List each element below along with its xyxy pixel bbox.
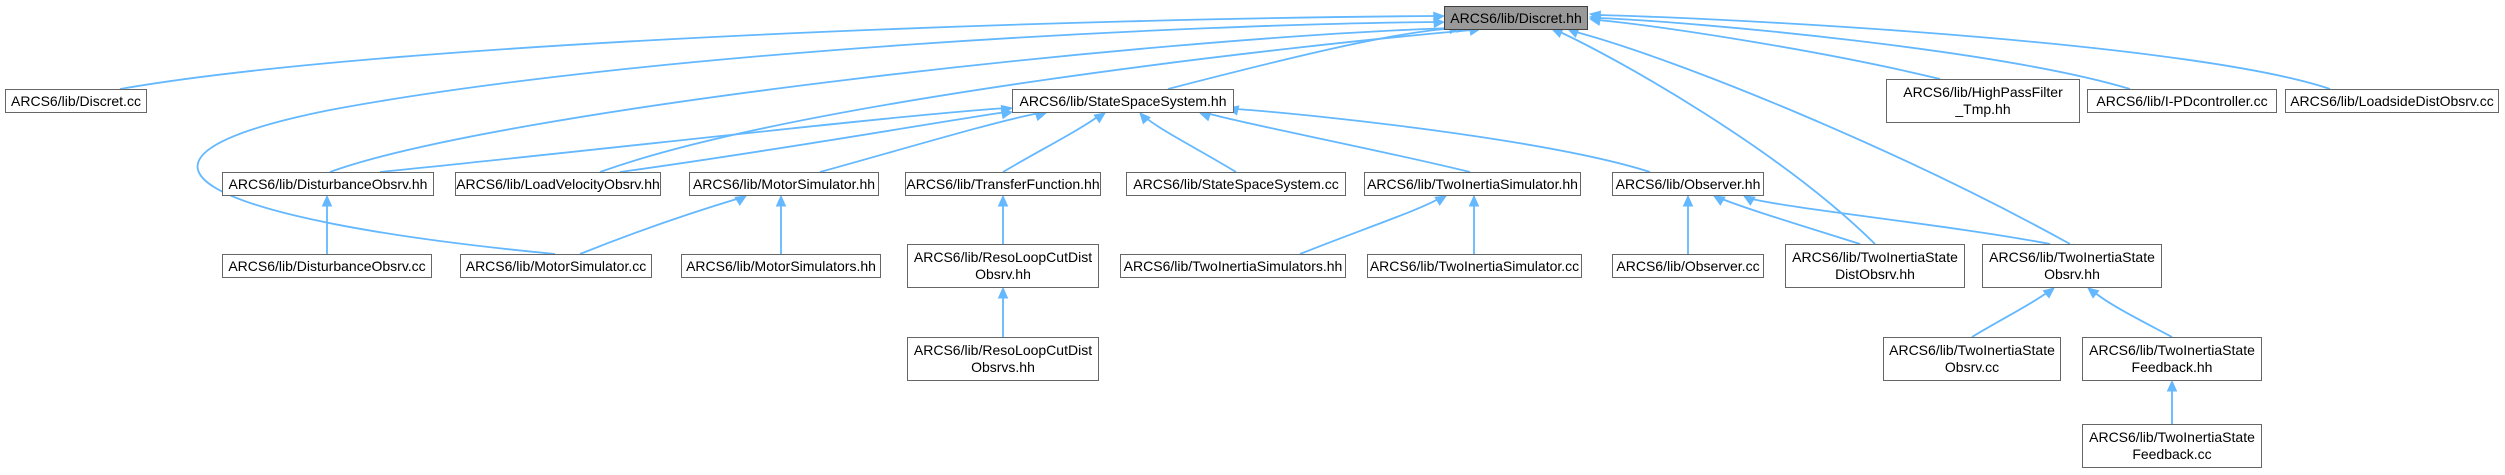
node-twoinertiastatedistobsrv-hh[interactable]: ARCS6/lib/TwoInertiaState DistObsrv.hh [1785, 244, 1965, 288]
edge-ss-loadvel [619, 111, 1007, 173]
node-motorsimulators-hh[interactable]: ARCS6/lib/MotorSimulators.hh [681, 254, 881, 278]
edge-tis-tih-arrowhead [1434, 195, 1448, 206]
edge-highpass [1597, 19, 1941, 80]
node-twoinertiastatefeedback-cc[interactable]: ARCS6/lib/TwoInertiaState Feedback.cc [2082, 424, 2262, 468]
edge-tiso-obs [1751, 198, 2051, 245]
node-i-pdcontroller-cc[interactable]: ARCS6/lib/I-PDcontroller.cc [2087, 89, 2277, 113]
edge-obs-cc-arrowhead [1682, 194, 1694, 207]
edge-tis-tih [1299, 197, 1441, 255]
edge-tisfb-tiso [2093, 291, 2173, 338]
node-statespacesystem-hh[interactable]: ARCS6/lib/StateSpaceSystem.hh [1012, 89, 1234, 113]
node-resoloopcutdistobsrvs-hh[interactable]: ARCS6/lib/ResoLoopCutDist Obsrvs.hh [907, 337, 1099, 381]
edge-tisocc-tiso [1971, 291, 2049, 338]
edge-tisim-cc-arrowhead [1468, 194, 1480, 207]
edge-loadside-arrowhead [1588, 10, 1602, 21]
edge-loadvel-hh [599, 29, 1473, 173]
node-loadsidedistobsrv-cc[interactable]: ARCS6/lib/LoadsideDistObsrv.cc [2285, 89, 2499, 113]
edge-tisd-obs-arrowhead [1712, 195, 1726, 206]
node-observer-hh[interactable]: ARCS6/lib/Observer.hh [1612, 172, 1764, 196]
node-twoinertiasimulator-hh[interactable]: ARCS6/lib/TwoInertiaSimulator.hh [1364, 172, 1581, 196]
node-twoinertiastatefeedback-hh[interactable]: ARCS6/lib/TwoInertiaState Feedback.hh [2082, 337, 2262, 381]
edge-resoloop-tf-arrowhead [997, 194, 1009, 207]
edge-motorsim-cc-mh [579, 197, 741, 255]
edge-motorsim-cc-mh-arrowhead [734, 195, 748, 206]
node-twoinertiastateobsrv-cc[interactable]: ARCS6/lib/TwoInertiaState Obsrv.cc [1883, 337, 2061, 381]
node-twoinertiasimulator-cc[interactable]: ARCS6/lib/TwoInertiaSimulator.cc [1367, 254, 1582, 278]
edge-tistatedist [1559, 31, 1876, 245]
edge-ss-disturbance [379, 107, 1007, 173]
node-loadvelocityobsrv-hh[interactable]: ARCS6/lib/LoadVelocityObsrv.hh [455, 172, 661, 196]
node-motorsimulator-hh[interactable]: ARCS6/lib/MotorSimulator.hh [689, 172, 879, 196]
edge-discret-cc [119, 15, 1437, 90]
edge-tistateobsrv [1575, 31, 2071, 245]
edge-tiso-obs-arrowhead [1742, 195, 1756, 206]
edge-dist-cc-arrowhead [321, 194, 333, 207]
edge-ss-motorsim [819, 112, 1041, 173]
edge-ipd [1597, 17, 2131, 90]
edge-motorsim-cc [196, 21, 1437, 255]
node-twoinertiastateobsrv-hh[interactable]: ARCS6/lib/TwoInertiaState Obsrv.hh [1982, 244, 2162, 288]
node-transferfunction-hh[interactable]: ARCS6/lib/TransferFunction.hh [905, 172, 1101, 196]
edge-motorsims-mh-arrowhead [775, 194, 787, 207]
node-observer-cc[interactable]: ARCS6/lib/Observer.cc [1612, 254, 1764, 278]
node-motorsimulator-cc[interactable]: ARCS6/lib/MotorSimulator.cc [460, 254, 652, 278]
edge-ss-observer [1235, 108, 1651, 173]
edge-tisd-obs [1721, 198, 1861, 245]
edge-ss-transfer-arrowhead [1093, 112, 1106, 124]
node-highpassfilter-tmp-hh[interactable]: ARCS6/lib/HighPassFilter _Tmp.hh [1886, 79, 2080, 123]
node-resoloopcutdistobsrv-hh[interactable]: ARCS6/lib/ResoLoopCutDist Obsrv.hh [907, 244, 1099, 288]
edge-resoloops-rl-arrowhead [997, 286, 1009, 299]
edge-ss-twoinertiasim-arrowhead [1198, 111, 1212, 122]
edge-ss-sscc [1144, 116, 1237, 173]
edge-tisfb-tiso-arrowhead [2087, 287, 2100, 299]
edge-tisocc-tiso-arrowhead [2042, 287, 2055, 299]
edge-motorsim-cc-arrowhead [1433, 17, 1446, 29]
edge-ss-loadvel-arrowhead [1000, 108, 1014, 120]
edge-tisfbcc-tisfb-arrowhead [2166, 379, 2178, 392]
edge-ss-twoinertiasim [1209, 113, 1471, 173]
node-disturbanceobsrv-cc[interactable]: ARCS6/lib/DisturbanceObsrv.cc [222, 254, 432, 278]
node-discret-cc[interactable]: ARCS6/lib/Discret.cc [5, 89, 147, 113]
edge-disturbance-hh [329, 27, 1453, 173]
node-disturbanceobsrv-hh[interactable]: ARCS6/lib/DisturbanceObsrv.hh [222, 172, 434, 196]
node-discret-hh: ARCS6/lib/Discret.hh [1444, 6, 1588, 30]
node-statespacesystem-cc[interactable]: ARCS6/lib/StateSpaceSystem.cc [1126, 172, 1346, 196]
edge-statespace-hh [1167, 27, 1461, 90]
edge-ss-sscc-arrowhead [1139, 112, 1151, 125]
node-twoinertiasimulators-hh[interactable]: ARCS6/lib/TwoInertiaSimulators.hh [1120, 254, 1346, 278]
edge-loadside [1597, 14, 2331, 90]
edge-ss-transfer [1002, 114, 1101, 173]
